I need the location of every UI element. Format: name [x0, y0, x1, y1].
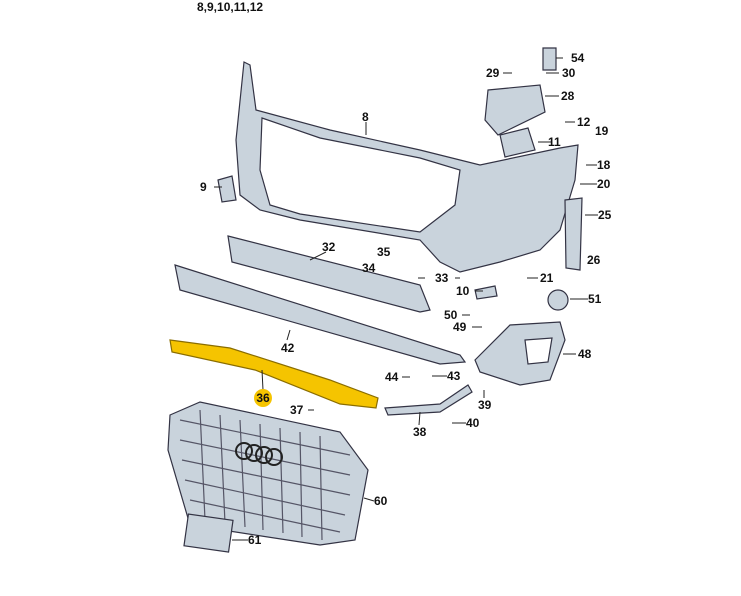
header-ref-label: 8,9,10,11,12	[197, 0, 264, 14]
part-label-18[interactable]: 18	[597, 158, 611, 172]
part-label-33[interactable]: 33	[435, 271, 449, 285]
part-label-50[interactable]: 50	[444, 308, 458, 322]
part-label-44[interactable]: 44	[385, 370, 399, 384]
part-label-60[interactable]: 60	[374, 494, 388, 508]
part-label-34[interactable]: 34	[362, 261, 376, 275]
part-label-25[interactable]: 25	[598, 208, 612, 222]
fog-frame-48	[474, 321, 566, 386]
bracket-32	[227, 235, 431, 313]
part-label-12[interactable]: 12	[577, 115, 591, 129]
part-label-11[interactable]: 11	[548, 135, 561, 149]
part-label-42[interactable]: 42	[281, 341, 295, 355]
part-label-51[interactable]: 51	[588, 292, 602, 306]
part-label-10[interactable]: 10	[456, 284, 470, 298]
part-label-48[interactable]: 48	[578, 347, 592, 361]
part-label-29[interactable]: 29	[486, 66, 500, 80]
part-label-8[interactable]: 8	[362, 110, 369, 124]
part-label-39[interactable]: 39	[478, 398, 492, 412]
part-label-28[interactable]: 28	[561, 89, 575, 103]
part-label-40[interactable]: 40	[466, 416, 480, 430]
trim-38	[384, 384, 473, 416]
part-label-49[interactable]: 49	[453, 320, 467, 334]
part-label-36-highlighted[interactable]: 36	[254, 389, 272, 407]
part-label-21[interactable]: 21	[540, 271, 554, 285]
part-label-26[interactable]: 26	[587, 253, 601, 267]
bracket-42	[174, 264, 467, 365]
part-label-20[interactable]: 20	[597, 177, 611, 191]
part-label-19[interactable]: 19	[595, 124, 609, 138]
part-label-9[interactable]: 9	[200, 180, 207, 194]
part-label-37[interactable]: 37	[290, 403, 304, 417]
plate-61	[183, 513, 234, 553]
part-label-32[interactable]: 32	[322, 240, 336, 254]
part-label-30[interactable]: 30	[562, 66, 576, 80]
spoiler-36	[169, 339, 379, 409]
part-label-38[interactable]: 38	[413, 425, 427, 439]
part-label-43[interactable]: 43	[447, 369, 461, 383]
part-label-61[interactable]: 61	[248, 533, 262, 547]
part-label-35[interactable]: 35	[377, 245, 391, 259]
part-label-54[interactable]: 54	[571, 51, 585, 65]
